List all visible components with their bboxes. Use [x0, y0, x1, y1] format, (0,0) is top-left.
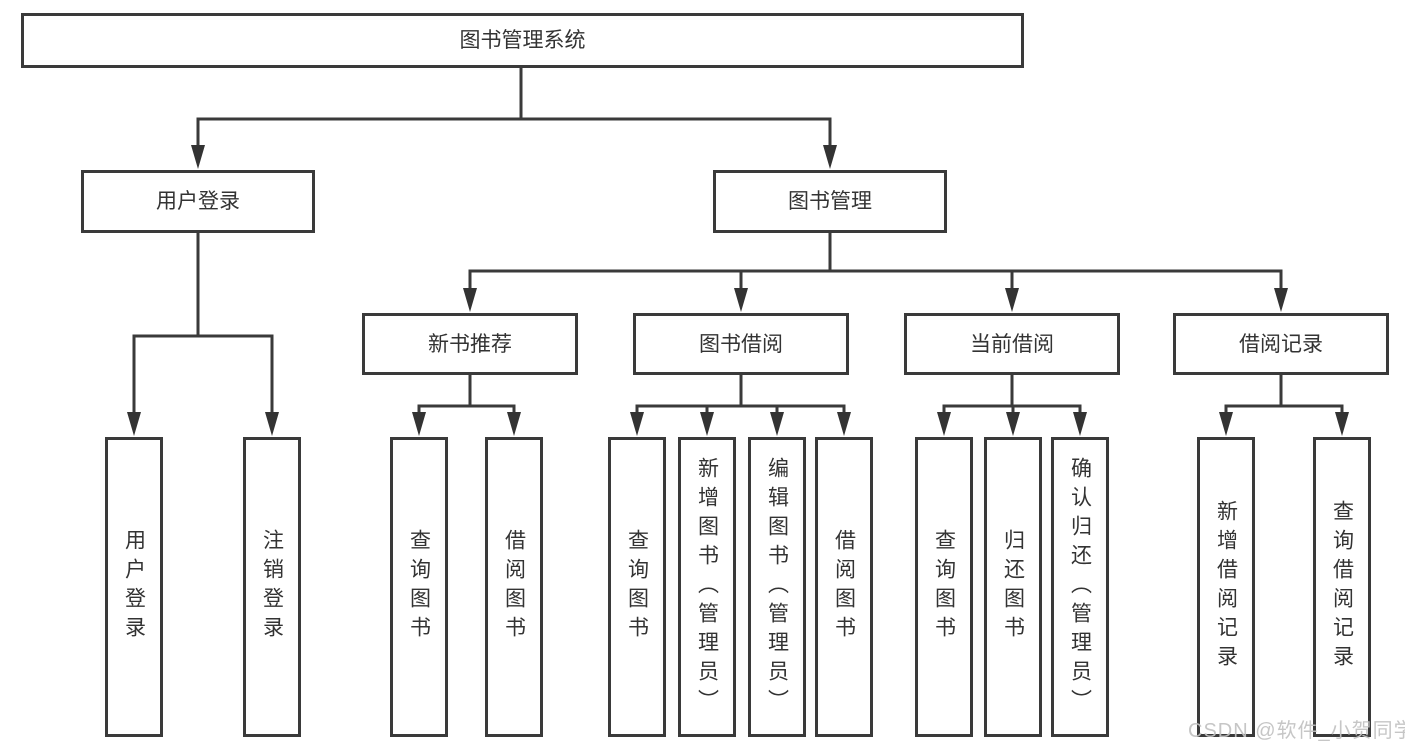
arrow-down-icon [127, 412, 141, 436]
node-label: 编辑图书（管理员） [765, 456, 789, 718]
leaf-borrow-books-recommend: 借阅图书 [485, 437, 543, 737]
arrow-down-icon [265, 412, 279, 436]
arrow-down-icon [823, 145, 837, 169]
leaf-return-book: 归还图书 [984, 437, 1042, 737]
leaf-query-books-recommend: 查询图书 [390, 437, 448, 737]
node-current-borrow: 当前借阅 [904, 313, 1120, 375]
node-label: 查询图书 [625, 529, 649, 645]
arrow-down-icon [1073, 412, 1087, 436]
leaf-query-books-borrow: 查询图书 [608, 437, 666, 737]
arrow-down-icon [770, 412, 784, 436]
node-label: 图书借阅 [699, 332, 783, 356]
node-label: 当前借阅 [970, 332, 1054, 356]
node-label: 图书管理系统 [459, 29, 586, 52]
node-label: 归还图书 [1001, 529, 1025, 645]
leaf-borrow-books: 借阅图书 [815, 437, 873, 737]
arrow-down-icon [837, 412, 851, 436]
node-label: 注销登录 [260, 529, 284, 645]
arrow-down-icon [1006, 412, 1020, 436]
arrow-down-icon [1335, 412, 1349, 436]
node-label: 新书推荐 [428, 332, 512, 356]
node-label: 图书管理 [788, 190, 872, 213]
arrow-down-icon [700, 412, 714, 436]
leaf-user-login: 用户登录 [105, 437, 163, 737]
node-user-login: 用户登录 [81, 170, 315, 233]
arrow-down-icon [630, 412, 644, 436]
arrow-down-icon [412, 412, 426, 436]
arrow-down-icon [937, 412, 951, 436]
leaf-add-borrow-record: 新增借阅记录 [1197, 437, 1255, 737]
leaf-logout: 注销登录 [243, 437, 301, 737]
arrow-down-icon [191, 145, 205, 169]
node-label: 新增借阅记录 [1214, 500, 1238, 674]
leaf-query-borrow-record: 查询借阅记录 [1313, 437, 1371, 737]
node-book-management: 图书管理 [713, 170, 947, 233]
leaf-confirm-return-admin: 确认归还（管理员） [1051, 437, 1109, 737]
node-borrow-records: 借阅记录 [1173, 313, 1389, 375]
arrow-down-icon [1219, 412, 1233, 436]
node-label: 查询图书 [407, 529, 431, 645]
arrow-down-icon [507, 412, 521, 436]
node-label: 查询图书 [932, 529, 956, 645]
arrow-down-icon [1274, 288, 1288, 312]
node-label: 确认归还（管理员） [1068, 456, 1092, 718]
leaf-query-books-current: 查询图书 [915, 437, 973, 737]
leaf-add-book-admin: 新增图书（管理员） [678, 437, 736, 737]
node-label: 用户登录 [156, 190, 240, 213]
node-library-management-system: 图书管理系统 [21, 13, 1024, 68]
node-label: 借阅图书 [832, 529, 856, 645]
arrow-down-icon [463, 288, 477, 312]
node-label: 用户登录 [122, 529, 146, 645]
arrow-down-icon [734, 288, 748, 312]
node-label: 借阅记录 [1239, 332, 1323, 356]
node-book-borrow: 图书借阅 [633, 313, 849, 375]
node-label: 借阅图书 [502, 529, 526, 645]
leaf-edit-book-admin: 编辑图书（管理员） [748, 437, 806, 737]
node-label: 查询借阅记录 [1330, 500, 1354, 674]
csdn-watermark: CSDN @软件_小贺同学 [1188, 720, 1405, 742]
arrow-down-icon [1005, 288, 1019, 312]
node-new-book-recommend: 新书推荐 [362, 313, 578, 375]
node-label: 新增图书（管理员） [695, 456, 719, 718]
